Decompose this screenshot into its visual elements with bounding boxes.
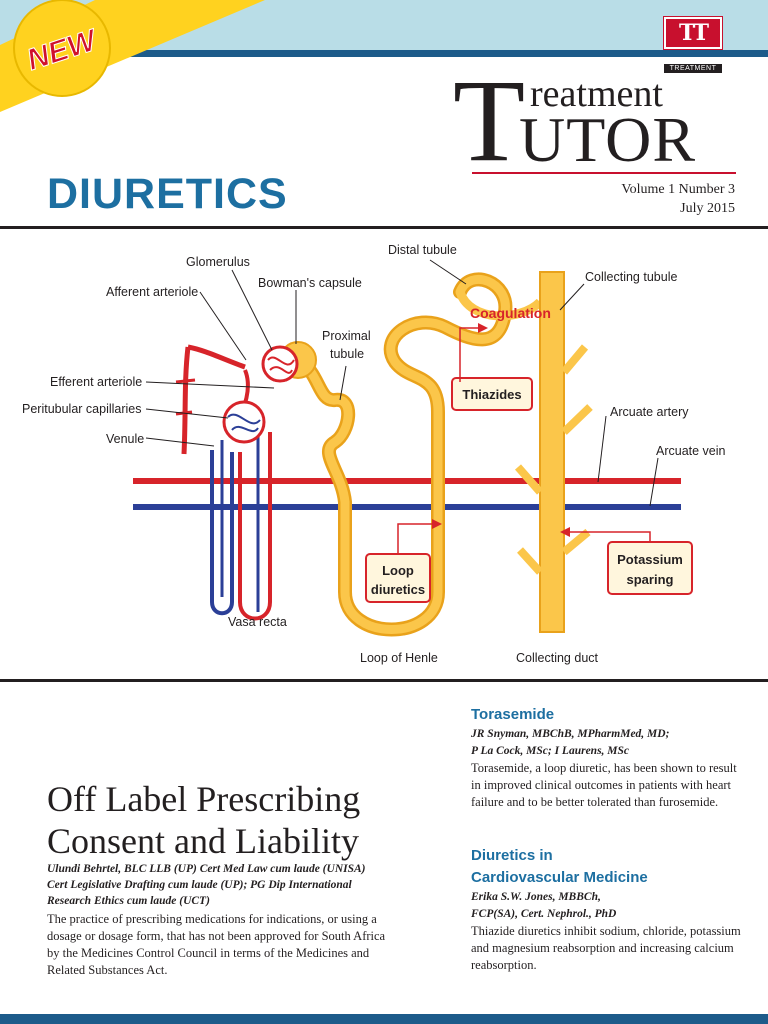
label-loop-of-henle: Loop of Henle [360, 651, 438, 665]
leader-lines [145, 259, 659, 507]
issue-date: July 2015 [680, 201, 735, 216]
collecting-duct-branches [514, 344, 593, 575]
label-proximal: Proximal [322, 329, 371, 343]
label-vasa-recta: Vasa recta [228, 615, 287, 629]
side-article-title-1: Diuretics in [471, 847, 553, 864]
issue-info: Volume 1 Number 3 July 2015 [621, 180, 735, 218]
label-afferent-arteriole: Afferent arteriole [106, 285, 198, 299]
label-collecting-tubule: Collecting tubule [585, 270, 677, 284]
brand-logo-mark: TT [664, 17, 722, 49]
distal-to-collecting [455, 290, 544, 321]
glomerulus-tuft [267, 356, 295, 374]
lead-title-line-1: Off Label Prescribing [47, 779, 361, 819]
vasa-recta-blue [220, 437, 260, 612]
collecting-duct-shape [539, 271, 565, 633]
figure-top-rule [0, 226, 768, 229]
masthead-treatment: reatment [530, 73, 663, 115]
tubule [291, 272, 513, 637]
label-venule: Venule [106, 432, 144, 446]
loop-diuretics-label-2: diuretics [371, 582, 425, 597]
footer-rule [0, 1014, 768, 1024]
side-article-authors-1: Erika S.W. Jones, MBBCh, [471, 891, 601, 903]
thiazides-label: Thiazides [462, 387, 521, 402]
lead-article-byline: Ulundi Behrtel, BLC LLB (UP) Cert Med La… [47, 863, 366, 907]
label-tubule: tubule [330, 347, 364, 361]
lead-article-body: The practice of prescribing medications … [47, 912, 386, 977]
label-bowmans-capsule: Bowman's capsule [258, 276, 362, 290]
label-distal-tubule: Distal tubule [388, 243, 457, 257]
masthead-initial: T [453, 55, 526, 186]
label-arcuate-artery: Arcuate artery [610, 405, 689, 419]
potassium-sparing-label-2: sparing [627, 572, 674, 587]
arteriole-trunk [181, 346, 191, 455]
new-badge: NEW [0, 0, 265, 112]
label-coagulation: Coagulation [470, 305, 551, 321]
label-arcuate-vein: Arcuate vein [656, 444, 726, 458]
arcuate-artery-line [133, 478, 681, 484]
side-article-authors-2: P La Cock, MSc; I Laurens, MSc [471, 745, 630, 757]
nephron-diagram: Thiazides Loop diuretics Potassium spari… [22, 243, 726, 665]
masthead-rule [472, 172, 736, 174]
vasa-recta-red [238, 432, 272, 621]
afferent-vessel [187, 344, 246, 370]
issue-volume: Volume 1 Number 3 [621, 182, 735, 197]
brand-logo-caption: TREATMENT [664, 64, 722, 73]
section-title: DIURETICS [47, 170, 288, 218]
side-article-title: Torasemide [471, 706, 555, 723]
lead-title-line-2: Consent and Liability [47, 821, 359, 861]
masthead-utor: UTOR [519, 104, 697, 175]
arrowheads [432, 323, 570, 537]
arcuate-vein-line [133, 504, 681, 510]
capillary-mesh [227, 413, 261, 433]
label-peritubular-capillaries: Peritubular capillaries [22, 402, 142, 416]
header-rule [0, 50, 768, 57]
side-article-title-2: Cardiovascular Medicine [471, 869, 648, 886]
label-efferent-arteriole: Efferent arteriole [50, 375, 142, 389]
side-article-body: Torasemide, a loop diuretic, has been sh… [471, 761, 737, 809]
potassium-sparing-label-1: Potassium [617, 552, 683, 567]
side-article-diuretics-cardiovascular: Diuretics in Cardiovascular Medicine Eri… [471, 845, 741, 974]
drug-arrows [397, 327, 651, 554]
figure-bottom-rule [0, 679, 768, 682]
thiazides-box [451, 377, 533, 411]
label-glomerulus: Glomerulus [186, 255, 250, 269]
side-article-torasemide: Torasemide JR Snyman, MBChB, MPharmMed, … [471, 704, 741, 811]
side-article-authors-2: FCP(SA), Cert. Nephrol., PhD [471, 908, 617, 920]
venule-loop [210, 450, 234, 616]
side-article-body: Thiazide diuretics inhibit sodium, chlor… [471, 924, 741, 972]
starburst [13, 0, 111, 97]
loop-diuretics-label-1: Loop [382, 563, 414, 578]
label-collecting-duct: Collecting duct [516, 651, 599, 665]
lead-article-title: Off Label Prescribing Consent and Liabil… [47, 778, 407, 862]
side-article-authors-1: JR Snyman, MBChB, MPharmMed, MD; [471, 728, 670, 740]
